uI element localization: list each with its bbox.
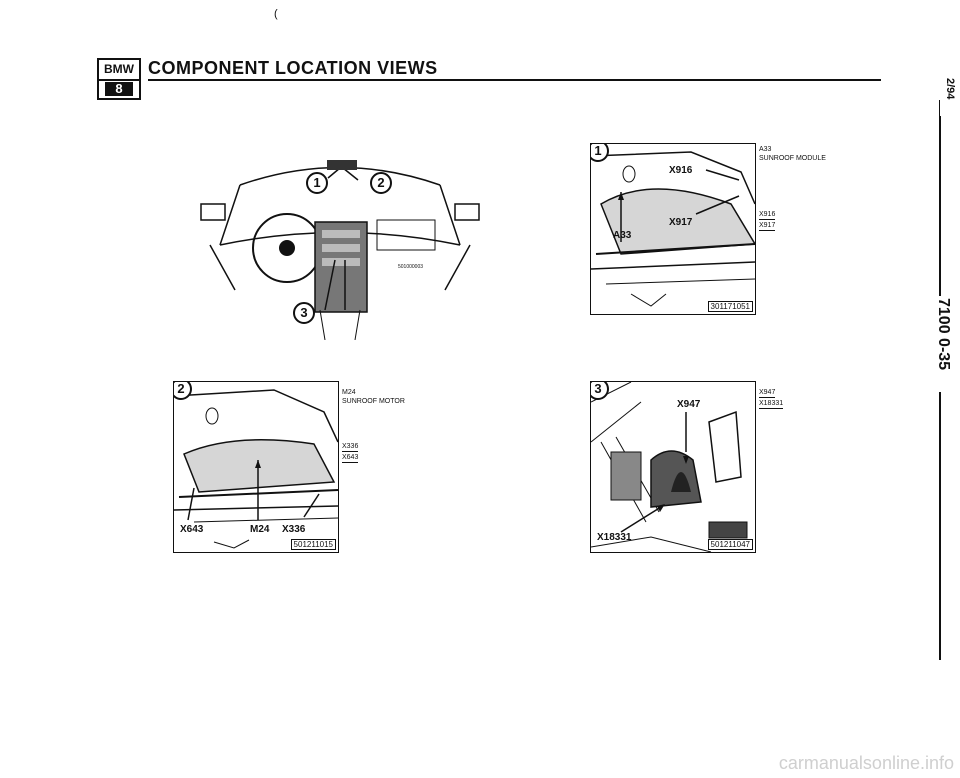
- logo-text-bmw: BMW: [99, 60, 139, 81]
- label-m24: M24: [250, 524, 270, 535]
- figure-code-3: 501211047: [707, 539, 753, 550]
- connector-x947: X947: [759, 389, 776, 398]
- location-view-3: 3 X947 X18331 501211047: [590, 381, 756, 553]
- desc-m24: M24: [342, 389, 356, 396]
- view-2-illustration: [174, 389, 338, 549]
- connector-x916: X916: [759, 211, 776, 220]
- label-x643: X643: [180, 524, 204, 535]
- dashboard-illustration: [200, 160, 480, 341]
- figure-code-2: 501211015: [290, 539, 336, 550]
- callout-3: 3: [293, 302, 315, 324]
- label-x917: X917: [669, 217, 693, 228]
- view-2-number: 2: [174, 382, 192, 400]
- view-3-number: 3: [591, 382, 609, 400]
- label-a33: A33: [613, 230, 632, 241]
- side-date-box: 2/94: [940, 76, 960, 116]
- label-x947: X947: [677, 399, 701, 410]
- side-page-number: 7100 0-35: [935, 298, 952, 371]
- connector-x917: X917: [759, 222, 776, 231]
- connector-x643: X643: [342, 454, 359, 463]
- desc-a33: A33: [759, 146, 772, 153]
- connector-x336: X336: [342, 443, 359, 452]
- location-view-1: 1 X916 X917 A33 301171051: [590, 143, 756, 315]
- overview-code: 501000003: [398, 264, 424, 270]
- bmw-logo: BMW 8: [97, 58, 141, 100]
- view-3-illustration: [591, 382, 748, 552]
- label-x916: X916: [669, 165, 693, 176]
- figure-code-1: 301171051: [707, 301, 753, 312]
- location-view-2: 2 X643 M24 X336 501211015: [173, 381, 339, 553]
- view-1-number: 1: [591, 144, 609, 162]
- label-x336: X336: [282, 524, 306, 535]
- page-title: COMPONENT LOCATION VIEWS: [148, 58, 438, 78]
- side-date: 2/94: [944, 78, 956, 100]
- label-x18331: X18331: [597, 532, 632, 543]
- stray-mark: (: [274, 8, 278, 20]
- view-1-illustration: [591, 151, 755, 307]
- header-rule: [148, 79, 881, 81]
- desc-sunroof-module: SUNROOF MODULE: [759, 155, 826, 162]
- callout-2: 2: [370, 172, 392, 194]
- connector-x18331: X18331: [759, 400, 784, 409]
- watermark-text: carmanualsonline.info: [778, 753, 954, 773]
- desc-sunroof-motor: SUNROOF MOTOR: [342, 398, 405, 405]
- side-page-box: 7100 0-35: [930, 296, 954, 392]
- logo-text-8: 8: [105, 82, 133, 96]
- callout-1: 1: [306, 172, 328, 194]
- dashboard-overview: 1 2 3 501000003: [195, 150, 485, 341]
